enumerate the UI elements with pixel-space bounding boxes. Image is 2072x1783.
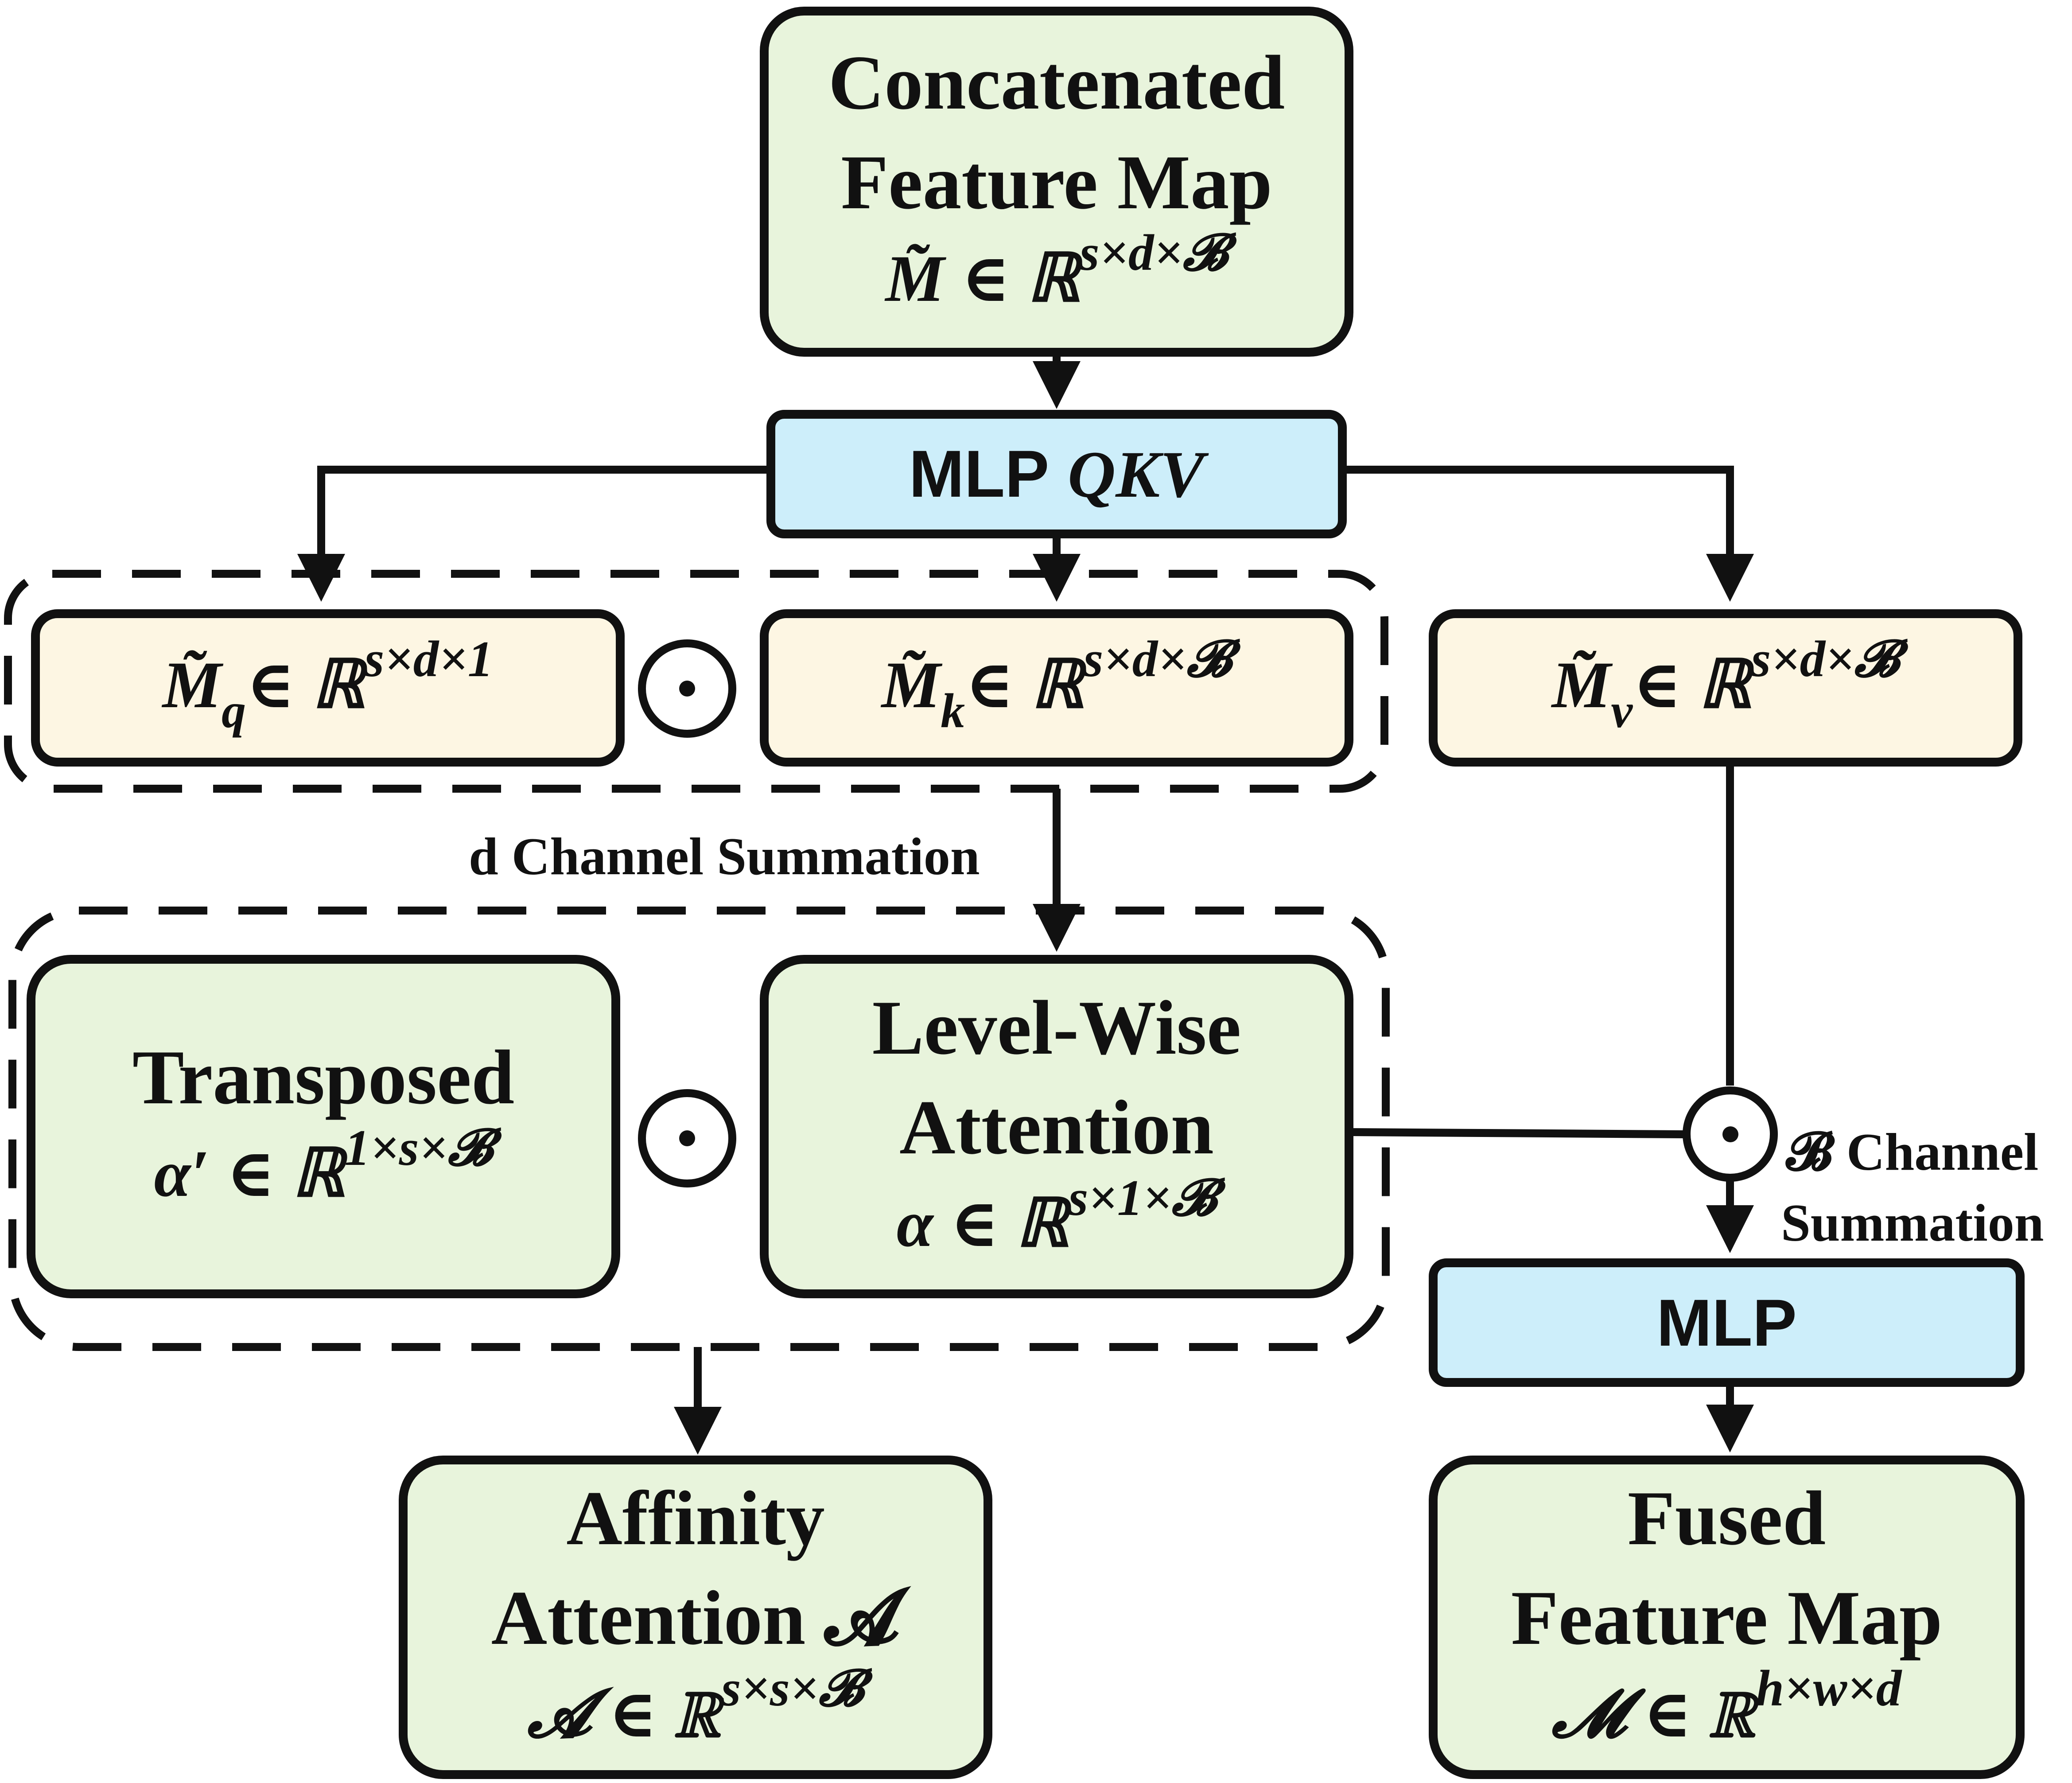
- affinity-sup: s×s×𝓑: [721, 1660, 864, 1717]
- mq-sub: q: [222, 684, 246, 738]
- concat-line1: Concatenated: [828, 39, 1285, 125]
- mlp-qkv-text: MLP QKV: [909, 436, 1205, 513]
- fused-sup: h×w×d: [1756, 1660, 1902, 1717]
- arrow-mlp-qkv-to-mq: [297, 466, 771, 602]
- concat-sup: s×d×𝓑: [1079, 225, 1228, 281]
- mv-rel: ∈ ℝ: [1633, 648, 1751, 722]
- mlp-qkv-node: MLP QKV: [766, 410, 1347, 538]
- hadamard-operator-alpha: [638, 1089, 736, 1187]
- mk-symbol: M̃: [881, 648, 941, 722]
- levelwise-symbol: α ∈ ℝ: [896, 1187, 1069, 1261]
- mq-sup: s×d×1: [364, 631, 494, 687]
- concat-symbol: M̃ ∈ ℝ: [885, 242, 1080, 315]
- hadamard-operator-qk: [638, 639, 736, 738]
- b-channel-line1: 𝓑 Channel: [1786, 1122, 2039, 1181]
- mv-sup: s×d×𝓑: [1751, 631, 1900, 687]
- transposed-symbol: α′ ∈ ℝ: [154, 1137, 345, 1211]
- affinity-line2: Attention 𝓐: [491, 1575, 900, 1661]
- hadamard-operator-v: [1683, 1086, 1778, 1182]
- affinity-line1: Affinity: [566, 1475, 825, 1561]
- b-channel-summation-label: 𝓑 Channel Summation: [1781, 1117, 2044, 1258]
- levelwise-line1: Level-Wise: [872, 984, 1241, 1071]
- qk-group-outline: [4, 570, 1388, 793]
- mlp-node: MLP: [1429, 1258, 2025, 1387]
- mlp-label: MLP: [1656, 1285, 1797, 1360]
- levelwise-line2: Attention: [899, 1084, 1214, 1170]
- affinity-symbol: 𝓐 ∈ ℝ: [527, 1678, 721, 1751]
- d-channel-summation-label: d Channel Summation: [469, 827, 980, 886]
- mlp-qkv-math: QKV: [1067, 438, 1205, 511]
- fused-symbol: 𝓜 ∈ ℝ: [1551, 1678, 1756, 1751]
- mk-sub: k: [941, 684, 965, 738]
- fused-line1: Fused: [1627, 1475, 1826, 1561]
- mq-rel: ∈ ℝ: [246, 648, 365, 722]
- concat-line2: Feature Map: [841, 139, 1272, 225]
- mk-rel: ∈ ℝ: [965, 648, 1084, 722]
- mk-sup: s×d×𝓑: [1083, 631, 1232, 687]
- b-channel-line2: Summation: [1781, 1193, 2044, 1252]
- arrow-mlp-qkv-to-mv: [1340, 466, 1754, 602]
- transposed-sup: 1×s×𝓑: [344, 1120, 493, 1176]
- mq-symbol: M̃: [162, 648, 222, 722]
- transposed-line1: Transposed: [132, 1034, 515, 1120]
- mlp-qkv-label: MLP: [909, 436, 1050, 511]
- levelwise-sup: s×1×𝓑: [1068, 1169, 1217, 1226]
- line-levelwise-to-dot: [1349, 1128, 1684, 1138]
- fused-line2: Feature Map: [1511, 1575, 1943, 1661]
- mv-sub: v: [1611, 684, 1633, 738]
- mv-symbol: M̃: [1551, 648, 1611, 722]
